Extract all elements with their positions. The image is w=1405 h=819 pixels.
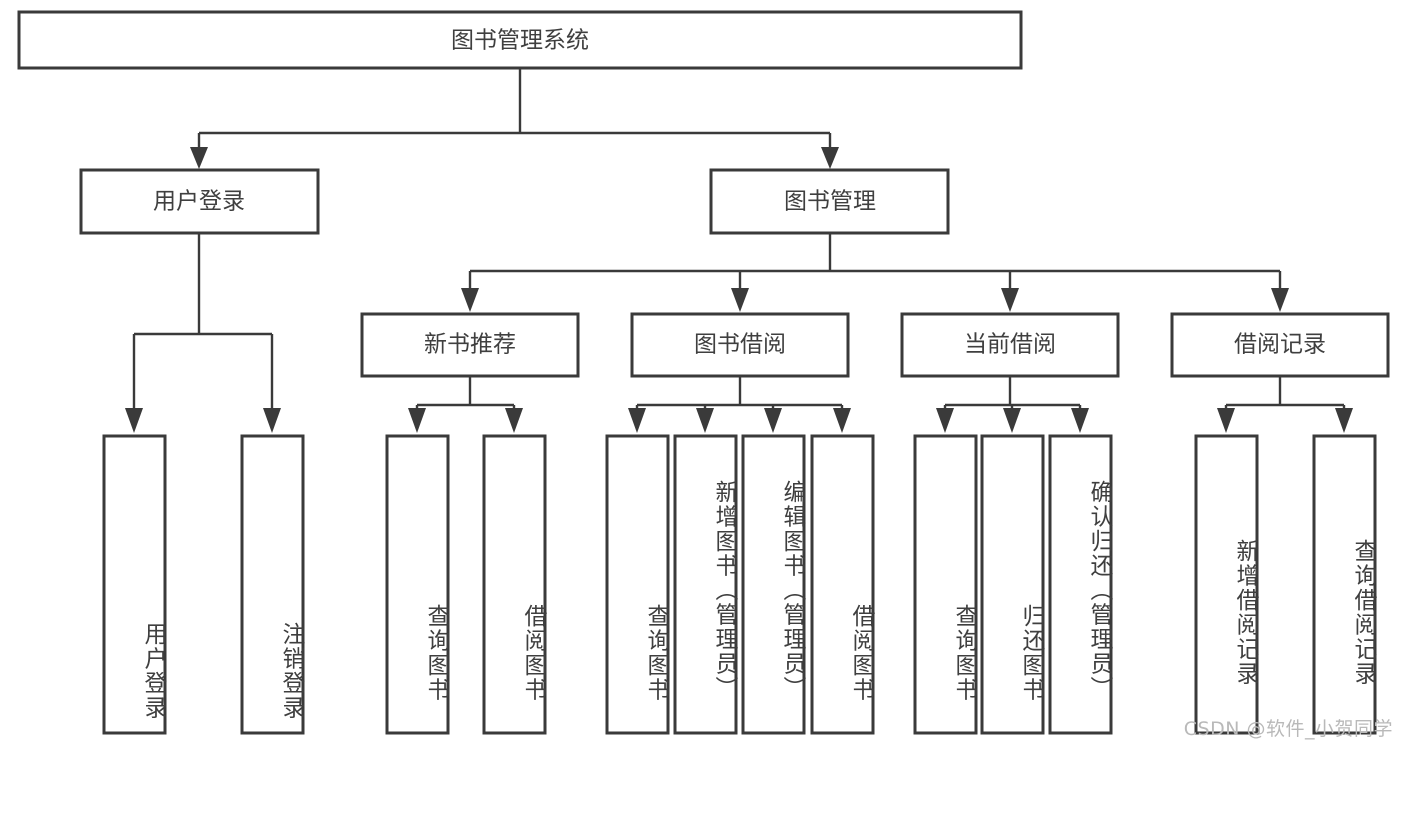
leaf-box-book-borrow-3[interactable] xyxy=(810,434,875,735)
arrow-head-borrow-leaf4 xyxy=(833,408,851,433)
leaf-box-book-borrow-2[interactable] xyxy=(741,434,806,735)
node-current-borrow[interactable]: 当前借阅 xyxy=(900,312,1120,378)
arrow-head-record-leaf2 xyxy=(1335,408,1353,433)
leaf-box-book-borrow-0[interactable] xyxy=(605,434,670,735)
arrow-head-newbook xyxy=(461,288,479,312)
node-root-label: 图书管理系统 xyxy=(451,28,589,54)
leaf-box-new-book-1[interactable] xyxy=(482,434,547,735)
node-user-login[interactable]: 用户登录 xyxy=(79,168,320,235)
flowchart-canvas: 图书管理系统 用户登录 图书管理 新书推荐 图书借阅 当前借阅 借阅记录 xyxy=(17,10,1393,740)
node-borrow-record-label: 借阅记录 xyxy=(1234,332,1326,358)
leaf-box-borrow-record-1[interactable] xyxy=(1312,434,1377,735)
node-borrow-record-box[interactable] xyxy=(1170,312,1390,378)
arrow-head-record xyxy=(1271,288,1289,312)
arrow-head-userlogin xyxy=(190,147,208,169)
leaf-box-new-book-0[interactable] xyxy=(385,434,450,735)
leaf-box-current-borrow-1[interactable] xyxy=(980,434,1045,735)
node-new-book-recommend-box[interactable] xyxy=(360,312,580,378)
node-root[interactable]: 图书管理系统 xyxy=(17,10,1023,70)
connector-layer xyxy=(125,68,1353,433)
arrow-head-newbook-leaf1 xyxy=(408,408,426,433)
arrow-head-current xyxy=(1001,288,1019,312)
arrow-head-current-leaf2 xyxy=(1003,408,1021,433)
node-book-management-label: 图书管理 xyxy=(784,189,876,215)
arrow-head-borrow-leaf1 xyxy=(628,408,646,433)
leaf-box-current-borrow-2[interactable] xyxy=(1048,434,1113,735)
node-root-box[interactable] xyxy=(17,10,1023,70)
leaf-box-user-login-0[interactable] xyxy=(102,434,167,735)
arrow-head-borrow-leaf3 xyxy=(764,408,782,433)
arrow-head-current-leaf3 xyxy=(1071,408,1089,433)
arrow-head-userlogin-leaf1 xyxy=(125,408,143,433)
node-book-borrow-label: 图书借阅 xyxy=(694,332,786,358)
node-user-login-box[interactable] xyxy=(79,168,320,235)
arrow-head-record-leaf1 xyxy=(1217,408,1235,433)
leaf-box-current-borrow-0[interactable] xyxy=(913,434,978,735)
node-book-borrow[interactable]: 图书借阅 xyxy=(630,312,850,378)
node-new-book-recommend-label: 新书推荐 xyxy=(424,332,516,358)
node-book-borrow-box[interactable] xyxy=(630,312,850,378)
arrow-head-newbook-leaf2 xyxy=(505,408,523,433)
arrow-head-borrow xyxy=(731,288,749,312)
arrow-head-userlogin-leaf2 xyxy=(263,408,281,433)
arrow-head-current-leaf1 xyxy=(936,408,954,433)
node-borrow-record[interactable]: 借阅记录 xyxy=(1170,312,1390,378)
node-user-login-label: 用户登录 xyxy=(153,189,245,215)
node-new-book-recommend[interactable]: 新书推荐 xyxy=(360,312,580,378)
leaf-box-borrow-record-0[interactable] xyxy=(1194,434,1259,735)
leaf-box-book-borrow-1[interactable] xyxy=(673,434,738,735)
watermark-text: CSDN @软件_小贺同学 xyxy=(1183,718,1393,740)
node-book-management-box[interactable] xyxy=(709,168,950,235)
arrow-head-bookmgmt xyxy=(821,147,839,169)
leaf-box-layer xyxy=(102,434,1377,735)
leaf-box-user-login-1[interactable] xyxy=(240,434,305,735)
node-book-management[interactable]: 图书管理 xyxy=(709,168,950,235)
node-current-borrow-box[interactable] xyxy=(900,312,1120,378)
node-current-borrow-label: 当前借阅 xyxy=(964,332,1056,358)
arrow-head-borrow-leaf2 xyxy=(696,408,714,433)
hierarchy-diagram: 图书管理系统 用户登录 图书管理 新书推荐 图书借阅 当前借阅 借阅记录 xyxy=(17,10,1390,735)
